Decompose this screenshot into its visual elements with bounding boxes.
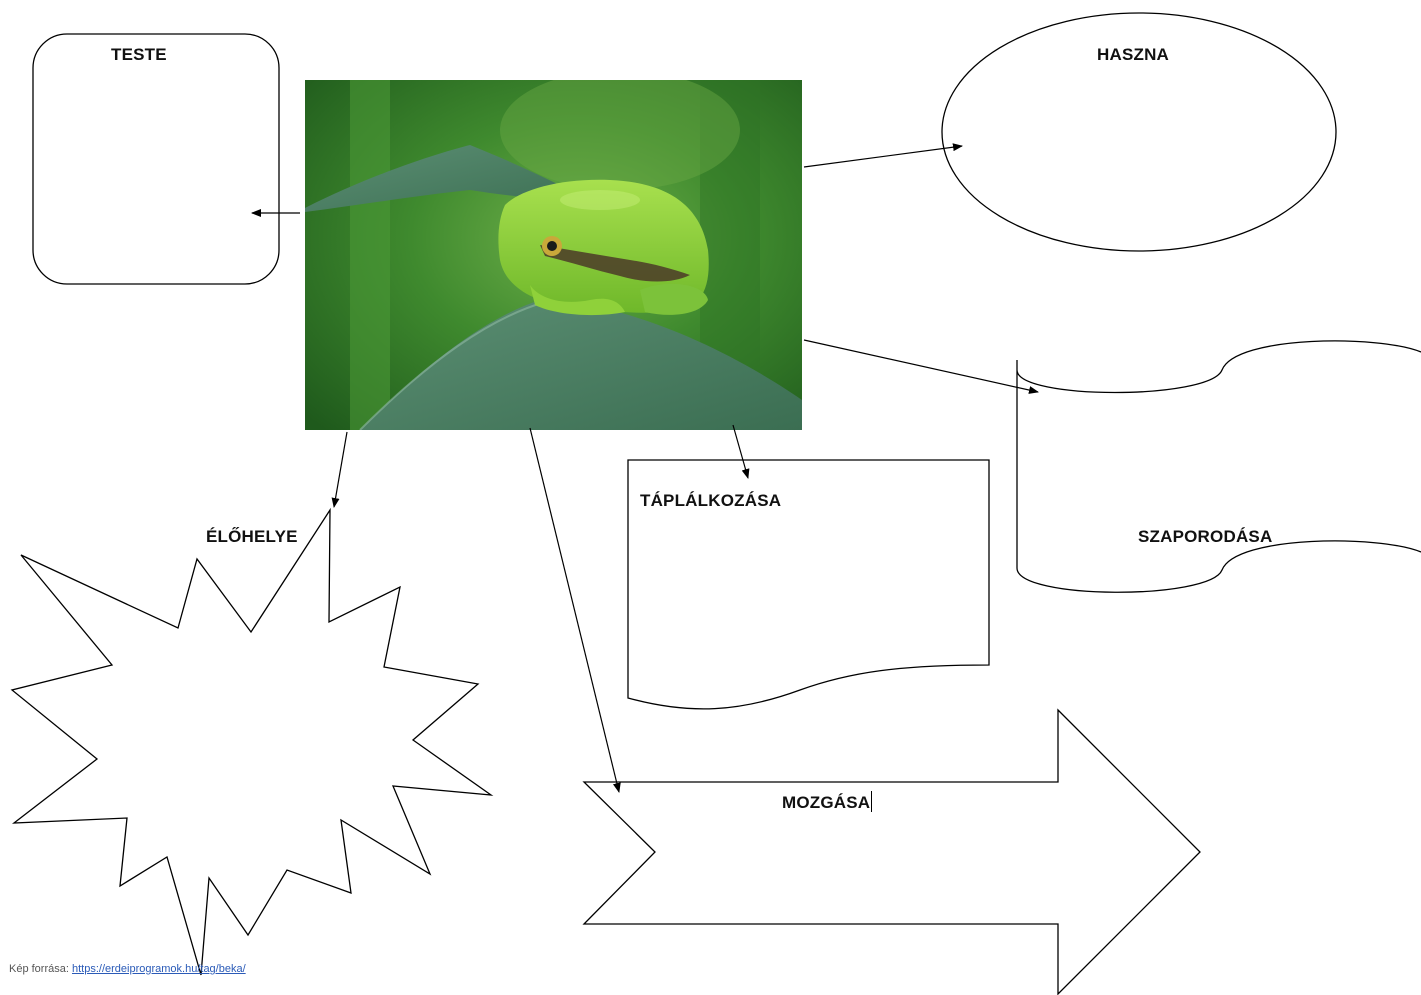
elohelye-star bbox=[10, 507, 494, 976]
haszna-label: HASZNA bbox=[1097, 45, 1170, 64]
arrow-to-haszna bbox=[803, 143, 963, 168]
szaporodasa-label: SZAPORODÁSA bbox=[1138, 527, 1273, 546]
teste-box bbox=[32, 33, 280, 285]
taplalkozasa-document bbox=[627, 459, 990, 710]
image-source-link[interactable]: https://erdeiprogramok.hu/tag/beka/ bbox=[71, 963, 246, 975]
teste-label: TESTE bbox=[111, 45, 167, 64]
text-cursor bbox=[871, 791, 873, 812]
arrow-to-szaporodasa bbox=[803, 339, 1039, 394]
image-source-prefix: Kép forrása: bbox=[9, 963, 72, 975]
arrow-to-taplalkozasa bbox=[732, 424, 750, 479]
arrow-to-mozgasa bbox=[529, 427, 621, 793]
szaporodasa-shape bbox=[1016, 340, 1421, 593]
mozgasa-arrow bbox=[582, 708, 1201, 995]
arrow-to-elohelye bbox=[331, 431, 348, 508]
elohelye-label: ÉLŐHELYE bbox=[206, 527, 298, 546]
frog-photo bbox=[305, 80, 802, 430]
image-source-note: Kép forrása: https://erdeiprogramok.hu/t… bbox=[9, 963, 246, 975]
mozgasa-label: MOZGÁSA bbox=[782, 793, 871, 812]
mozgasa-text-field[interactable]: MOZGÁSA bbox=[782, 791, 873, 813]
taplalkozasa-label: TÁPLÁLKOZÁSA bbox=[640, 491, 782, 510]
haszna-ellipse bbox=[941, 12, 1337, 252]
